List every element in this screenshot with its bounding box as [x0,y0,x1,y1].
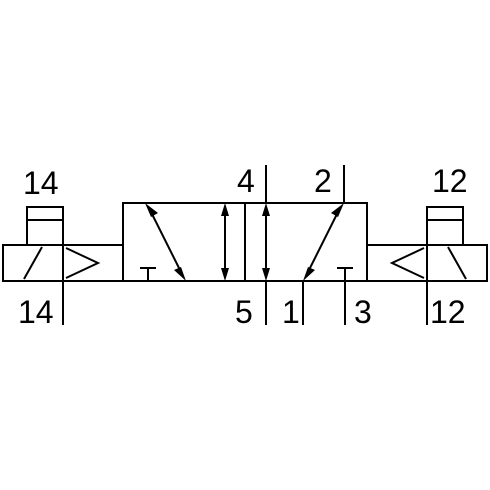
arrowhead [262,203,270,216]
port-4-label: 4 [237,163,255,199]
right-solenoid-actuator [366,206,488,325]
arrowhead [221,203,229,216]
left-solenoid-coil-slash [23,246,43,280]
pilot-14-bottom-label: 14 [18,294,54,330]
port-1-label: 1 [282,294,300,330]
arrowhead [262,268,270,281]
right-override-bracket [426,206,464,245]
diagonal-flow-arrow [308,213,338,271]
left-envelope [140,203,229,281]
right-envelope [262,203,353,281]
pilot-14-top-label: 14 [23,165,59,201]
diagonal-flow-arrow [151,213,181,271]
arrowhead [145,203,158,217]
arrowhead [174,267,186,281]
port-5-label: 5 [235,294,253,330]
right-solenoid-coil-slash [447,246,467,280]
arrowhead [331,203,344,217]
port-3-label: 3 [354,294,372,330]
port-2-label: 2 [314,163,332,199]
arrowhead [221,268,229,281]
valve-body [122,165,368,325]
left-pilot-triangle [65,247,101,279]
right-pilot-triangle [389,247,425,279]
arrowhead [303,267,315,281]
left-override-bracket [26,206,64,245]
pilot-12-bottom-label: 12 [430,294,466,330]
pilot-12-top-label: 12 [432,163,468,199]
